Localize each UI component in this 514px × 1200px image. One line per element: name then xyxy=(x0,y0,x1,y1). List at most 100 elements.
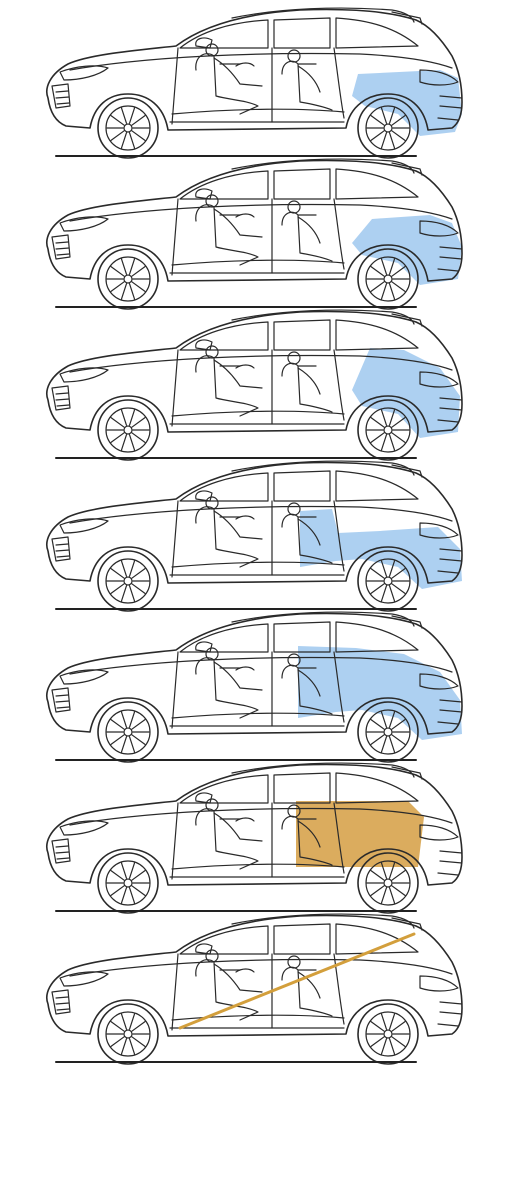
rear-door-cut xyxy=(333,198,345,270)
car-svg xyxy=(46,309,463,461)
headlight xyxy=(59,518,109,534)
rear-spoiler xyxy=(391,615,423,629)
rear-passenger xyxy=(297,216,321,244)
spoke xyxy=(391,266,406,277)
sill-line xyxy=(171,410,345,417)
grille-bars xyxy=(55,392,70,407)
spoke xyxy=(391,885,406,896)
front-door-cut xyxy=(171,802,179,880)
spoke xyxy=(120,283,128,300)
tyre xyxy=(357,701,419,763)
car-body-outline xyxy=(46,461,463,584)
shoulder-line xyxy=(69,656,453,675)
driver-head xyxy=(205,194,219,208)
car-panel-rear-seats-folded xyxy=(0,457,514,617)
driver-seat xyxy=(195,204,259,266)
rim xyxy=(105,1011,151,1057)
rear-seat xyxy=(281,664,333,715)
spoke xyxy=(120,736,128,753)
grille xyxy=(51,687,71,713)
spoke xyxy=(120,585,128,602)
rear-window xyxy=(273,17,331,49)
rear-spoiler xyxy=(391,464,423,478)
spoke xyxy=(131,1036,146,1047)
grille xyxy=(51,989,71,1015)
front-wheel xyxy=(97,701,159,763)
rear-seat xyxy=(281,60,333,111)
shoulder-line xyxy=(69,203,453,222)
spoke xyxy=(391,281,406,292)
hub xyxy=(383,274,393,284)
quarter-window xyxy=(335,621,419,653)
front-wheel xyxy=(97,97,159,159)
spoke xyxy=(388,560,396,577)
taillight xyxy=(419,522,459,539)
rear-passenger xyxy=(297,367,321,395)
rear-window xyxy=(273,319,331,351)
grille-bars xyxy=(55,996,70,1011)
hub xyxy=(123,1029,133,1039)
front-wheel xyxy=(97,399,159,461)
rear-wheel xyxy=(357,852,419,914)
driver-arm xyxy=(213,510,263,540)
spoke xyxy=(110,1021,125,1032)
spoke xyxy=(128,107,136,124)
rear-wheel xyxy=(357,97,419,159)
hub xyxy=(123,727,133,737)
spoke xyxy=(380,585,388,602)
spoke xyxy=(110,719,125,730)
rear-bumper-lines xyxy=(437,397,463,423)
spoke xyxy=(370,130,385,141)
spoke xyxy=(370,1036,385,1047)
spoke xyxy=(110,1036,125,1047)
rear-wheel xyxy=(357,550,419,612)
spoke xyxy=(110,885,125,896)
steering-wheel xyxy=(235,364,255,369)
tyre xyxy=(97,399,159,461)
spoke xyxy=(131,1021,146,1032)
front-window xyxy=(179,19,269,49)
spoke xyxy=(391,432,406,443)
spoke xyxy=(120,887,128,904)
sill-line xyxy=(171,259,345,266)
car-panel-rear-cargo-window xyxy=(0,155,514,315)
rear-door-cut xyxy=(333,651,345,723)
hub xyxy=(383,123,393,133)
car-line-drawing xyxy=(46,158,463,310)
rear-head xyxy=(287,502,301,516)
car-svg xyxy=(46,611,463,763)
side-mirror xyxy=(195,339,213,351)
driver-seat xyxy=(195,808,259,870)
driver-head xyxy=(205,43,219,57)
spoke xyxy=(370,568,385,579)
driver-seat xyxy=(195,506,259,568)
spoke xyxy=(380,409,388,426)
car-line-drawing xyxy=(46,913,463,1065)
load-area-highlight xyxy=(352,70,462,136)
side-mirror xyxy=(195,943,213,955)
rear-head xyxy=(287,653,301,667)
quarter-window xyxy=(335,17,419,49)
front-wheel xyxy=(97,852,159,914)
spoke xyxy=(380,258,388,275)
spoke xyxy=(131,583,146,594)
front-door-cut xyxy=(171,651,179,729)
sill-line xyxy=(171,863,345,870)
front-wheel xyxy=(97,550,159,612)
rear-spoiler xyxy=(391,313,423,327)
grille xyxy=(51,838,71,864)
front-door-cut xyxy=(171,500,179,578)
spoke xyxy=(370,281,385,292)
tyre xyxy=(357,248,419,310)
spoke xyxy=(391,130,406,141)
steering-wheel xyxy=(235,968,255,973)
rear-spoiler xyxy=(391,162,423,176)
spoke xyxy=(131,266,146,277)
car-svg xyxy=(46,460,463,612)
rear-passenger xyxy=(297,518,321,546)
hub xyxy=(123,425,133,435)
rear-head xyxy=(287,49,301,63)
spoke xyxy=(391,583,406,594)
rear-seat xyxy=(281,966,333,1017)
rim xyxy=(105,558,151,604)
